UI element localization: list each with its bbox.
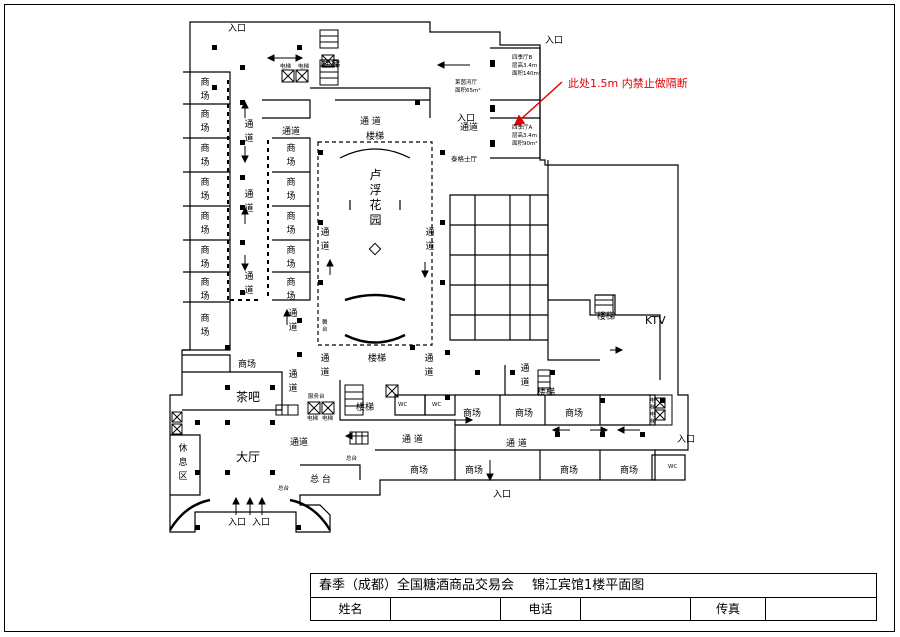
- fax-label-cell: 传真: [691, 598, 766, 620]
- mall-label-12: 商场: [286, 246, 296, 270]
- tea-bar-label: 茶吧: [236, 390, 261, 404]
- mall-label-lower-6: 商场: [560, 466, 579, 476]
- front-desk-small-label: 总台: [278, 486, 290, 492]
- hall-a-height: 层高3.4m: [512, 133, 538, 139]
- room-taige-name: 泰格士厅: [451, 155, 477, 163]
- entrance-label-top-right: 入口: [545, 36, 564, 46]
- title-block: 春季（成都）全国糖酒商品交易会 锦江宾馆1楼平面图 姓名 电话 传真: [310, 573, 877, 621]
- corridor-label-9: 通道: [520, 364, 530, 388]
- corridor-label-4: 通道: [320, 228, 330, 252]
- room-laixin-area: 面积65m²: [455, 88, 481, 94]
- elevator-label-2: 电梯: [298, 64, 310, 70]
- stairs-label-1: 楼梯: [322, 60, 341, 70]
- mall-label-3: 商场: [200, 144, 210, 168]
- corridor-label-lobby: 通道: [290, 438, 309, 448]
- hall-b-area: 面积140m²: [512, 71, 542, 77]
- stairs-label-3: 楼梯: [368, 354, 387, 364]
- corridor-label-6: 通道: [288, 309, 298, 333]
- garden-label: 卢浮花园: [369, 168, 382, 227]
- mall-label-lower-4: 商场: [410, 466, 429, 476]
- corridor-label-7: 通道: [288, 370, 298, 394]
- mall-label-4: 商场: [200, 178, 210, 202]
- mall-label-lower-3: 商场: [565, 409, 584, 419]
- title-row: 春季（成都）全国糖酒商品交易会 锦江宾馆1楼平面图: [311, 574, 876, 598]
- mall-label-5: 商场: [200, 212, 210, 236]
- page-frame: [4, 4, 895, 632]
- passage-label-lower-2: 通 道: [506, 439, 527, 449]
- mall-label-2: 商场: [200, 110, 210, 134]
- mall-label-10: 商场: [286, 178, 296, 202]
- entrance-label-right: 入口: [457, 114, 476, 124]
- stairs-label-2: 楼梯: [366, 132, 385, 142]
- mall-label-1: 商场: [200, 78, 210, 102]
- elevator-label-4: 电梯: [322, 416, 334, 422]
- passage-label-top: 通 道: [360, 117, 381, 127]
- corridor-label-5: 通道: [425, 228, 435, 252]
- title-main: 春季（成都）全国糖酒商品交易会: [319, 578, 515, 593]
- entrance-label-east: 入口: [677, 435, 696, 445]
- mall-label-lower-1: 商场: [463, 409, 482, 419]
- mall-label-lower-7: 商场: [620, 466, 639, 476]
- name-input-cell[interactable]: [391, 598, 501, 620]
- mall-label-11: 商场: [286, 212, 296, 236]
- title-sub: 锦江宾馆1楼平面图: [532, 578, 645, 593]
- mall-label-9: 商场: [286, 144, 296, 168]
- phone-input-cell[interactable]: [581, 598, 691, 620]
- partition-warning-annotation: 此处1.5m 内禁止做隔断: [568, 77, 688, 90]
- mall-label-tea: 商场: [238, 360, 257, 370]
- elevator-label-3: 电梯: [307, 416, 319, 422]
- corridor-label-3: 通道: [244, 272, 254, 296]
- phone-label-cell: 电话: [501, 598, 581, 620]
- wc-label-2: WC: [432, 402, 442, 408]
- service-desk-label: 服务台: [308, 394, 325, 400]
- stairs-label-5: 楼梯: [597, 312, 616, 322]
- side-desk-label: 总台: [346, 456, 358, 462]
- elevator-vertical-label: 电梯电梯: [650, 398, 656, 425]
- wc-label-1: WC: [398, 402, 408, 408]
- stairs-label-4: 楼梯: [356, 403, 375, 413]
- stage-label: 舞台: [322, 320, 328, 333]
- mall-label-7: 商场: [200, 278, 210, 302]
- front-desk-label: 总 台: [310, 475, 331, 485]
- mall-label-8: 商场: [200, 314, 210, 338]
- entrance-label-top: 入口: [228, 24, 247, 34]
- corridor-label-top: 通道: [282, 127, 301, 137]
- mall-label-lower-5: 商场: [465, 466, 484, 476]
- hall-b-name: 四季厅B: [512, 55, 533, 61]
- wc-label-3: WC: [668, 464, 678, 470]
- room-laixin-name: 莱茵河厅: [455, 80, 478, 86]
- mall-label-lower-2: 商场: [515, 409, 534, 419]
- name-label-cell: 姓名: [311, 598, 391, 620]
- hall-a-name: 四季厅A: [512, 125, 533, 131]
- hall-b-height: 层高3.4m: [512, 63, 538, 69]
- corridor-label-10: 通道: [424, 354, 434, 378]
- corridor-label-8: 通道: [320, 354, 330, 378]
- fax-input-cell[interactable]: [766, 598, 875, 620]
- elevator-label-1: 电梯: [280, 64, 292, 70]
- hall-a-area: 面积90m²: [512, 141, 538, 147]
- corridor-label-2: 通道: [244, 190, 254, 214]
- mall-label-13: 商场: [286, 278, 296, 302]
- entrance-label-south: 入口: [493, 490, 512, 500]
- ktv-label: KTV: [645, 314, 666, 327]
- lobby-label: 大厅: [236, 450, 261, 464]
- corridor-label-1: 通道: [244, 120, 254, 144]
- rest-area-label: 休息区: [178, 444, 188, 482]
- entrance-label-main-1: 入口: [228, 518, 247, 528]
- mall-label-6: 商场: [200, 246, 210, 270]
- corridor-label-right: 通道: [460, 123, 479, 133]
- passage-label-lower-1: 通 道: [402, 435, 423, 445]
- stairs-label-6: 楼梯: [537, 388, 556, 398]
- entrance-label-main-2: 入口: [252, 518, 271, 528]
